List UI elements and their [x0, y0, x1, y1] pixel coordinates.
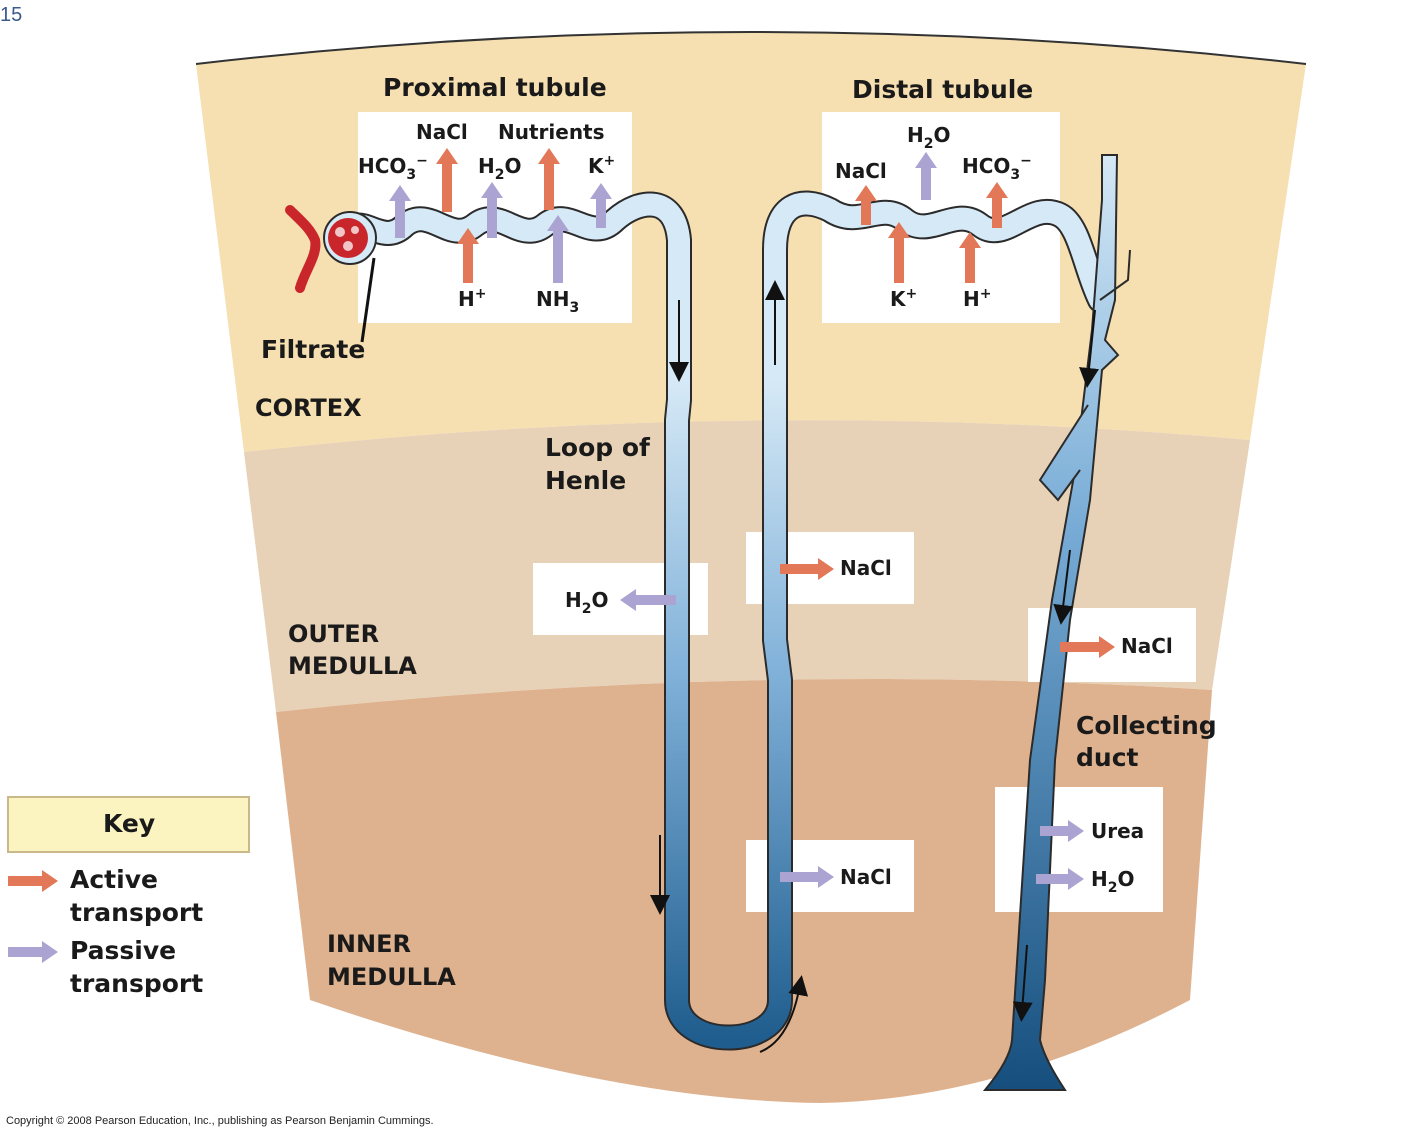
distal-k-arrow [888, 222, 910, 283]
distal-h-arrow [959, 232, 981, 283]
proximal-hco3-label: HCO3− [358, 153, 428, 183]
thick-ascending-nacl-label: NaCl [840, 556, 892, 580]
distal-h2o-arrow [915, 152, 937, 200]
proximal-labels: HCO3− NaCl H2O Nutrients K+ H+ NH3 [358, 120, 615, 316]
proximal-h-label: H+ [458, 286, 486, 311]
outer-medulla-label-line1: OUTER [288, 620, 379, 648]
collecting-outer-nacl-label: NaCl [1121, 634, 1173, 658]
proximal-nutrients-arrow [538, 148, 560, 210]
collecting-duct-title-line2: duct [1076, 743, 1139, 772]
page-number: 15 [0, 4, 23, 26]
medulla-labels: H2O NaCl NaCl NaCl Urea H2O [565, 556, 1173, 896]
key-active-line1: Active [70, 865, 158, 894]
flow-arrow-duct-2 [1053, 549, 1074, 625]
key-passive-line2: transport [70, 969, 203, 998]
key-active-arrow [8, 870, 58, 892]
distal-h-label: H+ [963, 286, 991, 311]
loop-of-henle-title-line1: Loop of [545, 433, 651, 462]
collecting-duct-title-line1: Collecting [1076, 711, 1217, 740]
copyright-notice: Copyright © 2008 Pearson Education, Inc.… [6, 1115, 434, 1127]
proximal-nh3-arrow [547, 215, 569, 283]
key-title: Key [103, 809, 155, 838]
descending-h2o-arrow [620, 589, 676, 611]
glomerulus [285, 205, 368, 293]
distal-labels: H2O NaCl HCO3− K+ H+ [835, 123, 1032, 311]
key-active-line2: transport [70, 898, 203, 927]
distal-hco3-label: HCO3− [962, 153, 1032, 183]
thin-ascending-nacl-arrow [780, 866, 834, 888]
distal-nacl-label: NaCl [835, 159, 887, 183]
proximal-nutrients-label: Nutrients [498, 120, 605, 144]
collecting-outer-nacl-arrow [1060, 636, 1115, 658]
key-passive-line1: Passive [70, 936, 176, 965]
descending-h2o-label: H2O [565, 588, 609, 617]
inner-medulla-label-line2: MEDULLA [327, 963, 456, 991]
outline-top [195, 31, 1307, 65]
flow-arrow-duct-3 [1012, 944, 1033, 1022]
distal-tubule-title: Distal tubule [852, 75, 1033, 104]
flow-arrow-turn [759, 975, 809, 1053]
collecting-urea-h2o-panel [995, 787, 1163, 912]
distal-k-label: K+ [890, 286, 917, 311]
key-passive-arrow [8, 941, 58, 963]
collecting-h2o-label: H2O [1091, 867, 1135, 896]
collecting-duct [982, 154, 1131, 1091]
filtrate-pointer [360, 257, 376, 343]
proximal-nacl-arrow [436, 148, 458, 212]
proximal-h2o-label: H2O [478, 154, 522, 183]
proximal-nacl-label: NaCl [416, 120, 468, 144]
proximal-hco3-arrow [389, 185, 411, 238]
cortex-label: CORTEX [255, 394, 362, 422]
thick-ascending-nacl-arrow [780, 558, 834, 580]
proximal-nh3-label: NH3 [536, 287, 579, 316]
thin-ascending-nacl-label: NaCl [840, 865, 892, 889]
flow-arrow-duct-1 [1079, 309, 1099, 388]
outer-medulla-label-line2: MEDULLA [288, 652, 417, 680]
loop-of-henle-title-line2: Henle [545, 466, 626, 495]
proximal-h-arrow [457, 228, 479, 283]
proximal-k-label: K+ [588, 153, 615, 178]
flow-arrows [650, 280, 1099, 1053]
collecting-urea-label: Urea [1091, 819, 1144, 843]
inner-medulla-band [276, 679, 1212, 1103]
key-legend: Key Active transport Passive transport [7, 796, 250, 998]
proximal-h2o-arrow [481, 182, 503, 238]
collecting-h2o-arrow [1036, 868, 1084, 890]
proximal-tubule-title: Proximal tubule [383, 73, 607, 102]
collecting-urea-arrow [1040, 820, 1084, 842]
distal-nacl-arrow [855, 185, 877, 225]
distal-h2o-label: H2O [907, 123, 951, 152]
proximal-k-arrow [590, 183, 612, 228]
inner-medulla-label-line1: INNER [327, 930, 411, 958]
filtrate-label: Filtrate [261, 335, 365, 364]
distal-hco3-arrow [986, 182, 1008, 228]
key-title-box [7, 796, 250, 853]
transport-arrows [8, 148, 1115, 963]
